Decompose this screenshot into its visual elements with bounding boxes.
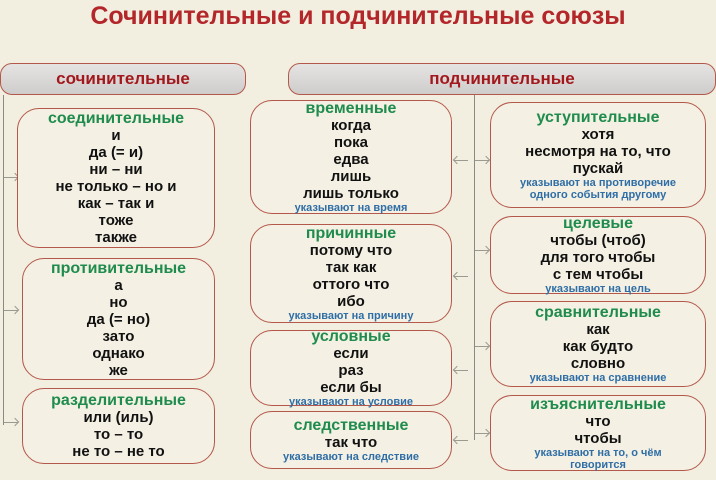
group-title: условные	[311, 328, 391, 345]
arrow-icon	[454, 440, 468, 441]
conjunction: зато	[102, 327, 135, 345]
conjunction: тоже	[98, 212, 134, 229]
group-note: указывают на противоречие одного события…	[520, 177, 676, 201]
group-box-consequential: следственные так что указывают на следст…	[250, 411, 452, 469]
group-box-adversative: противительные а но да (= но) зато однак…	[22, 258, 215, 380]
conjunction: чтобы (чтоб)	[550, 232, 646, 249]
conjunction: или (иль)	[83, 409, 154, 426]
arrow-icon	[4, 310, 18, 311]
conjunction: как	[586, 321, 610, 338]
conjunction: что	[585, 412, 611, 430]
group-box-concessive: уступительные хотя несмотря на то, что п…	[490, 102, 706, 208]
conjunction: однако	[92, 344, 145, 362]
conjunction: для того чтобы	[540, 249, 656, 266]
group-note: указывают на причину	[288, 310, 414, 322]
conjunction: оттого что	[312, 276, 390, 293]
arrow-icon	[454, 370, 468, 371]
group-title: следственные	[293, 417, 409, 434]
group-title: временные	[305, 100, 397, 117]
group-note: указывают на то, о чём говорится	[534, 446, 662, 471]
arrow-icon	[475, 160, 489, 161]
coordinating-header: сочинительные	[0, 63, 246, 95]
conjunction: не то – не то	[72, 443, 165, 460]
page-title: Сочинительные и подчинительные союзы	[90, 2, 626, 30]
conjunction: чтобы	[574, 429, 622, 447]
group-title: сравнительные	[535, 304, 661, 321]
group-title: уступительные	[536, 109, 660, 126]
subordinating-header: подчинительные	[288, 63, 716, 95]
conjunction: хотя	[581, 126, 615, 143]
conjunction: несмотря на то, что	[525, 143, 671, 160]
group-box-temporal: временные когда пока едва лишь лишь толь…	[250, 100, 452, 214]
conjunction: да (= и)	[88, 144, 144, 161]
arrow-icon	[454, 276, 468, 277]
conjunction: как – так и	[77, 195, 155, 212]
group-note: указывают на время	[294, 202, 408, 214]
group-note: указывают на цель	[545, 283, 651, 295]
group-box-causal: причинные потому что так как оттого что …	[250, 224, 452, 323]
group-title: соединительные	[47, 110, 185, 127]
conjunction: ни – ни	[89, 161, 143, 178]
conjunction: едва	[333, 151, 369, 168]
group-note: указывают на следствие	[283, 451, 419, 463]
conjunction: так что	[324, 434, 378, 451]
right-connector-line	[474, 95, 475, 440]
arrow-icon	[454, 160, 468, 161]
arrow-icon	[475, 433, 489, 434]
group-box-comparative: сравнительные как как будто словно указы…	[490, 301, 706, 387]
conjunction: и	[111, 127, 121, 144]
conjunction: с тем чтобы	[552, 266, 644, 283]
group-box-disjunctive: разделительные или (иль) то – то не то –…	[22, 388, 215, 464]
group-title: разделительные	[51, 392, 186, 409]
conjunction: потому что	[309, 242, 393, 259]
group-box-conditional: условные если раз если бы указывают на у…	[250, 328, 452, 408]
conjunction: пускай	[572, 160, 624, 177]
conjunction: пока	[333, 134, 369, 151]
conjunction: также	[95, 229, 137, 246]
conjunction: лишь только	[303, 185, 399, 202]
arrow-icon	[4, 422, 18, 423]
arrow-icon	[475, 346, 489, 347]
group-title: причинные	[305, 225, 397, 242]
group-note: указывают на условие	[288, 396, 414, 408]
conjunction: если бы	[320, 379, 382, 396]
conjunction: ибо	[337, 293, 365, 310]
conjunction: когда	[330, 117, 371, 134]
group-title: противительные	[50, 259, 187, 277]
group-title: изъяснительные	[530, 395, 666, 413]
conjunction: так как	[325, 259, 377, 276]
group-box-connective: соединительные и да (= и) ни – ни не тол…	[17, 108, 215, 248]
conjunction: если	[333, 345, 369, 362]
group-note: указывают на сравнение	[529, 372, 667, 384]
conjunction: раз	[338, 362, 364, 379]
conjunction: лишь	[330, 168, 372, 185]
conjunction: не только – но и	[55, 178, 177, 195]
conjunction: да (= но)	[86, 310, 151, 328]
conjunction: словно	[570, 355, 626, 372]
conjunction: а	[114, 276, 123, 294]
group-title: целевые	[563, 215, 633, 232]
group-box-explanatory: изъяснительные что чтобы указывают на то…	[490, 395, 706, 471]
conjunction: но	[109, 293, 128, 311]
conjunction: же	[109, 361, 128, 379]
arrow-icon	[4, 177, 18, 178]
conjunction: как будто	[562, 338, 634, 355]
arrow-icon	[475, 250, 489, 251]
conjunction: то – то	[93, 426, 144, 443]
group-box-purpose: целевые чтобы (чтоб) для того чтобы с те…	[490, 215, 706, 295]
left-connector-line	[3, 95, 4, 425]
